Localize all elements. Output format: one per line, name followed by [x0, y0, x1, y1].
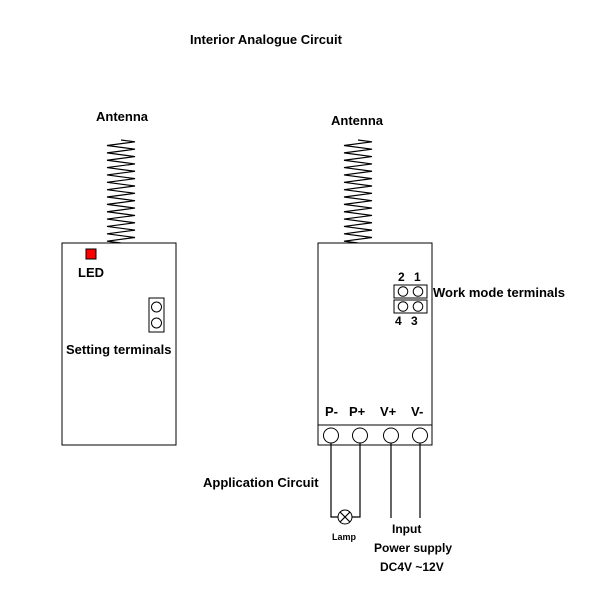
transmitter-module-body — [61, 242, 177, 446]
led-label: LED — [78, 265, 104, 280]
terminal-screw-v-minus — [412, 427, 428, 444]
terminal-block — [317, 424, 433, 446]
setting-terminal-pin-1 — [151, 301, 162, 313]
terminal-label-p-minus: P- — [325, 404, 338, 419]
terminal-screw-p-plus — [352, 427, 368, 444]
work-mode-terminals-label: Work mode terminals — [433, 285, 565, 300]
wire-p-plus-to-lamp — [352, 443, 361, 518]
pin-number-2: 2 — [398, 270, 405, 284]
work-mode-pin-1 — [412, 286, 424, 297]
lamp-icon — [337, 509, 353, 525]
receiver-antenna-label: Antenna — [331, 113, 384, 128]
work-mode-pin-4 — [397, 301, 409, 312]
work-mode-pin-3 — [412, 301, 424, 312]
terminal-label-v-plus: V+ — [380, 404, 397, 419]
input-label: Input — [392, 522, 421, 536]
transmitter-antenna-label: Antenna — [96, 109, 149, 124]
diagram-title: Interior Analogue Circuit — [190, 32, 343, 47]
power-supply-label: Power supply — [374, 541, 452, 555]
setting-terminal-pin-2 — [151, 317, 162, 329]
pin-number-3: 3 — [411, 314, 418, 328]
receiver-module-body — [317, 242, 433, 446]
transmitter-antenna-coil — [106, 139, 136, 244]
lamp-label: Lamp — [332, 532, 357, 542]
terminal-label-p-plus: P+ — [349, 404, 366, 419]
terminal-label-v-minus: V- — [411, 404, 423, 419]
terminal-screw-p-minus — [323, 427, 339, 444]
setting-terminals-label: Setting terminals — [66, 342, 171, 357]
led-indicator — [85, 248, 97, 260]
application-circuit-label: Application Circuit — [203, 475, 319, 490]
terminal-screw-v-plus — [383, 427, 399, 444]
work-mode-pin-2 — [397, 286, 409, 297]
pin-number-4: 4 — [395, 314, 402, 328]
voltage-label: DC4V ~12V — [380, 560, 444, 574]
pin-number-1: 1 — [414, 270, 421, 284]
wire-p-minus-to-lamp — [330, 443, 338, 518]
receiver-antenna-coil — [343, 139, 373, 244]
